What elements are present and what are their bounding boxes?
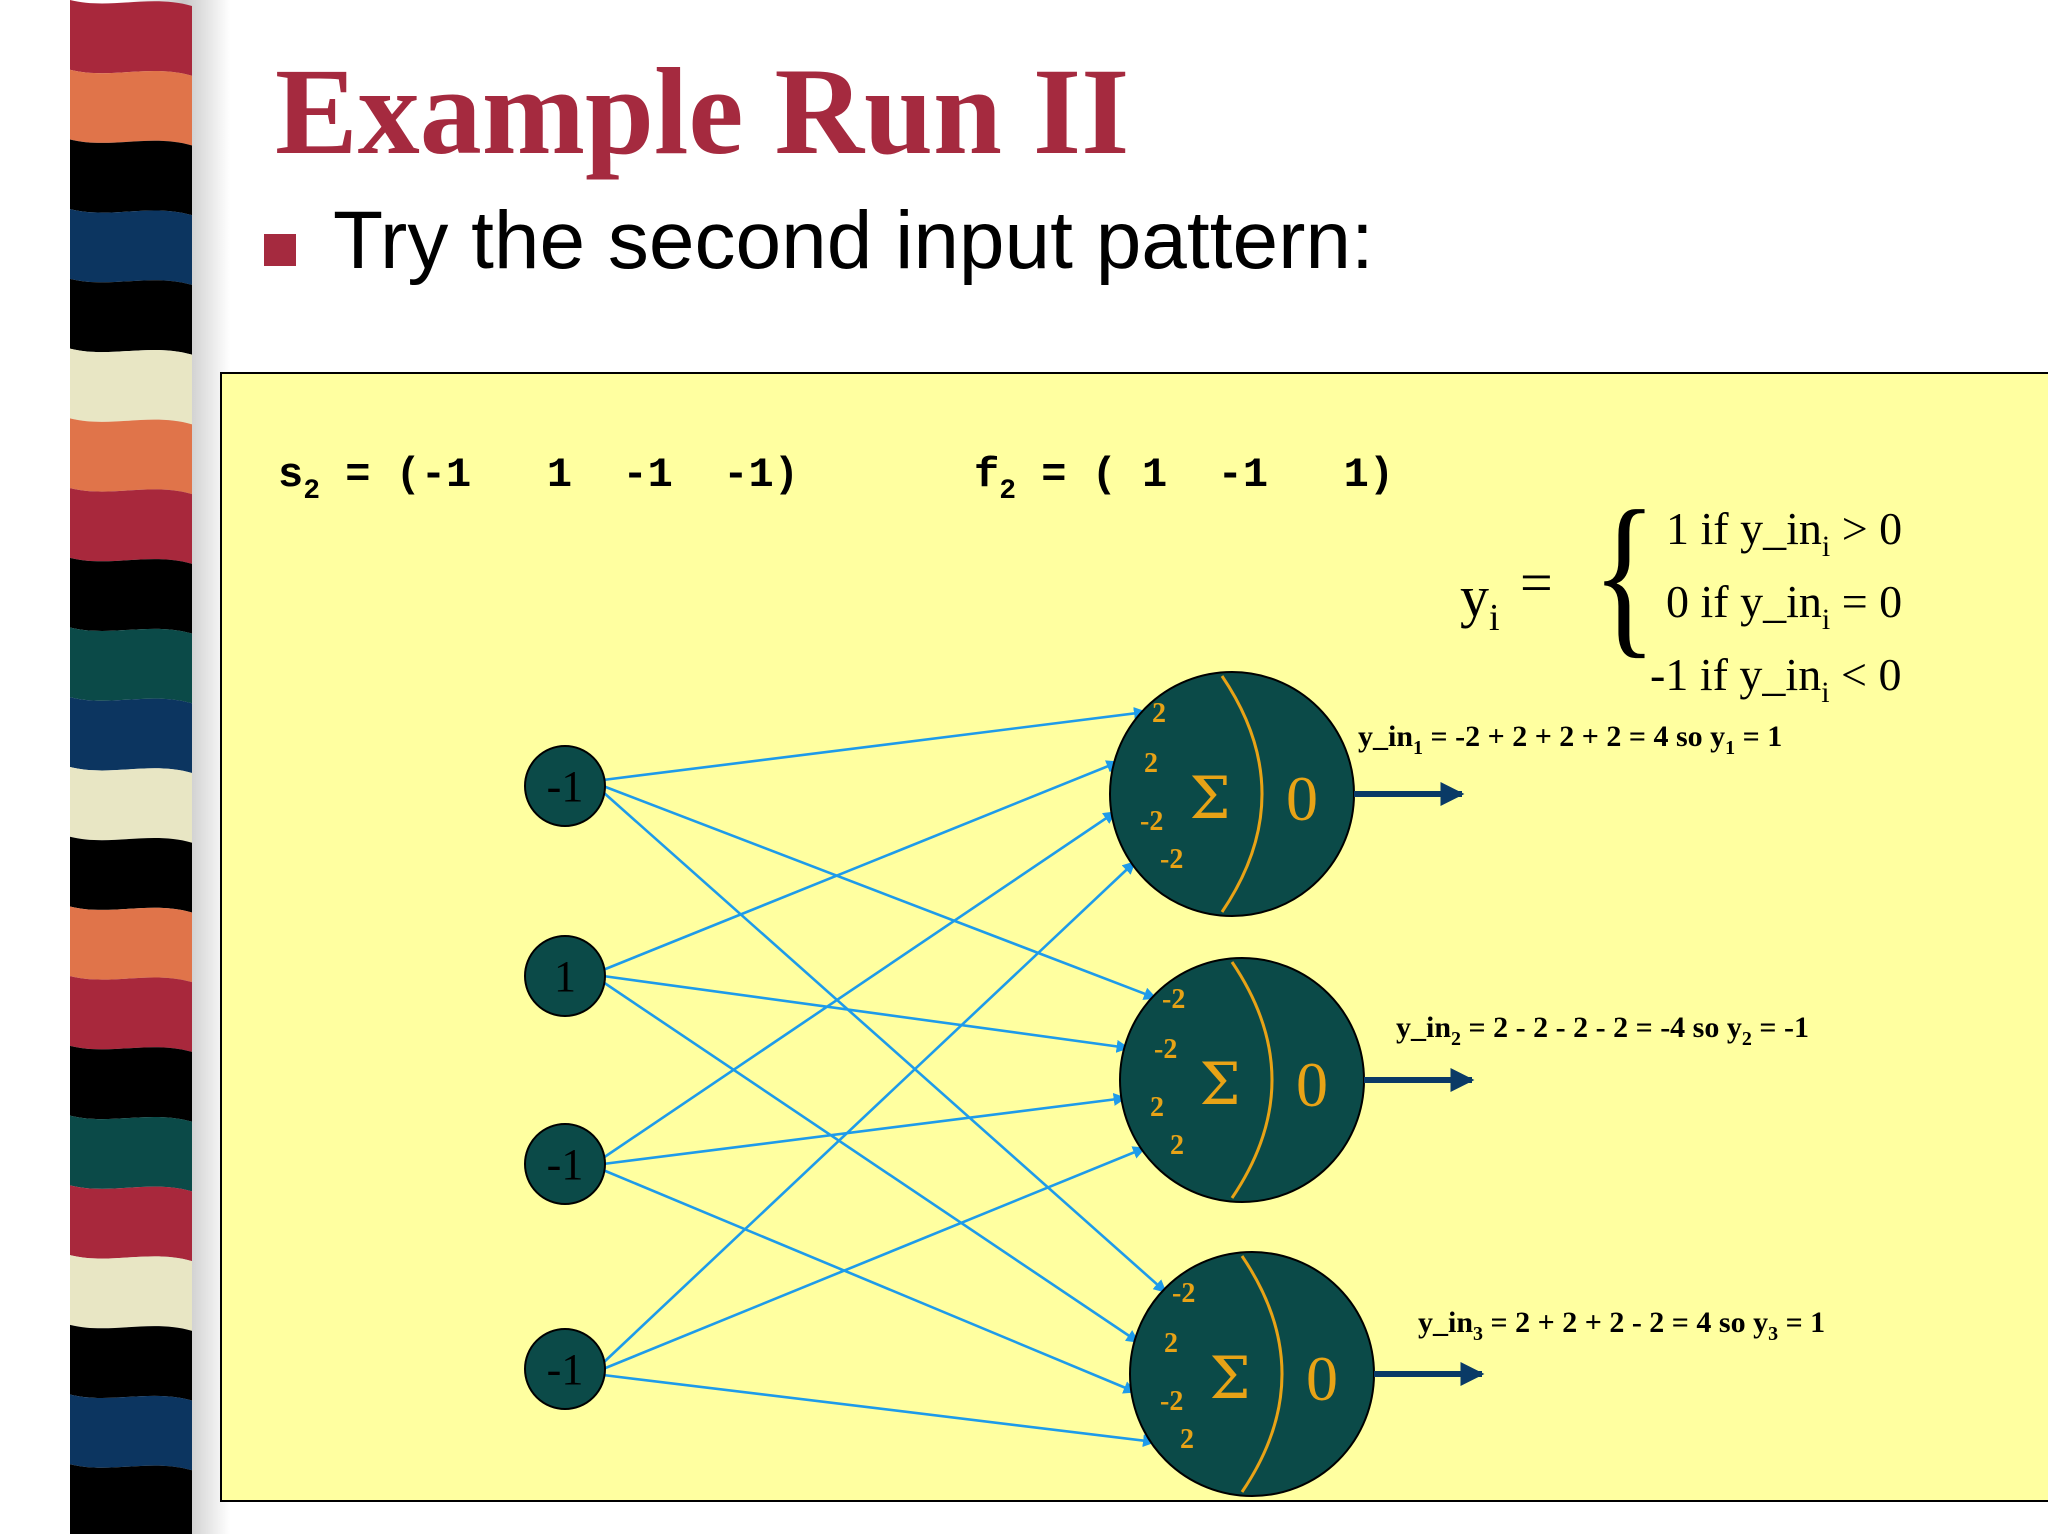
connection-edge bbox=[602, 810, 1117, 1160]
weight-label: -2 bbox=[1160, 844, 1183, 875]
rule-case: 0 if y_ini = 0 bbox=[1666, 576, 1902, 636]
bullet-square-icon bbox=[264, 234, 296, 266]
input-node bbox=[524, 745, 606, 827]
s-vector-text: s2 = (-1 1 -1 -1) bbox=[278, 451, 799, 507]
sigma-symbol: Σ bbox=[1189, 764, 1230, 832]
weight-label: -2 bbox=[1162, 984, 1185, 1015]
activation-rule: yi = { 1 if y_ini > 0 0 if y_ini = 0 -1 if… bbox=[1460, 474, 1902, 709]
input-node-value: 1 bbox=[554, 952, 576, 1001]
stripe-band bbox=[70, 209, 192, 285]
weight-label: -2 bbox=[1172, 1278, 1195, 1309]
stripe-band bbox=[70, 69, 192, 146]
sigma-symbol: Σ bbox=[1199, 1050, 1240, 1118]
weight-label: 2 bbox=[1180, 1424, 1194, 1455]
stripe-band bbox=[70, 278, 192, 355]
stripe-band bbox=[70, 1115, 192, 1192]
threshold-value: 0 bbox=[1306, 1343, 1338, 1414]
stripe-band bbox=[70, 1324, 192, 1401]
s-values: = (-1 1 -1 -1) bbox=[320, 451, 799, 499]
f-label: f bbox=[974, 451, 999, 499]
connection-edge bbox=[602, 974, 1130, 1053]
threshold-value: 0 bbox=[1296, 1049, 1328, 1120]
connection-edge bbox=[602, 1373, 1156, 1448]
stripe-band bbox=[70, 557, 192, 634]
rule-brace: { bbox=[1592, 474, 1657, 673]
hetero-associative-net-diagram: s2 = (-1 1 -1 -1) f2 = ( 1 -1 1) yi = { … bbox=[278, 451, 1902, 1497]
f-subscript: 2 bbox=[999, 476, 1016, 507]
rule-case: 1 if y_ini > 0 bbox=[1666, 503, 1902, 563]
threshold-value: 0 bbox=[1286, 763, 1318, 834]
weight-label: 2 bbox=[1144, 748, 1158, 779]
weight-label: -2 bbox=[1140, 806, 1163, 837]
node-divider-arc bbox=[1240, 1255, 1284, 1493]
s-subscript: 2 bbox=[303, 476, 320, 507]
stripe-band bbox=[70, 418, 192, 495]
slide-title: Example Run II bbox=[275, 43, 1130, 180]
f-values: = ( 1 -1 1) bbox=[1016, 451, 1394, 499]
output-equation: y_in3 = 2 + 2 + 2 - 2 = 4 so y3 = 1 bbox=[1418, 1306, 1825, 1345]
connection-edge bbox=[602, 980, 1140, 1344]
stripe-band bbox=[70, 627, 192, 704]
s-label: s bbox=[278, 451, 303, 499]
stripe-band bbox=[70, 1394, 192, 1471]
connection-edge bbox=[602, 707, 1147, 782]
stripe-band bbox=[70, 0, 192, 76]
connection-edge bbox=[602, 791, 1167, 1293]
connection-edge bbox=[602, 1093, 1127, 1166]
stripe-band bbox=[70, 976, 192, 1052]
connection-edge bbox=[602, 760, 1120, 972]
input-node-value: -1 bbox=[547, 1345, 584, 1394]
connection-edge bbox=[602, 1146, 1146, 1371]
node-divider-arc bbox=[1230, 961, 1274, 1199]
stripe-band bbox=[70, 139, 192, 216]
sigma-symbol: Σ bbox=[1209, 1344, 1250, 1412]
input-node bbox=[524, 1328, 606, 1410]
weight-label: 2 bbox=[1170, 1130, 1184, 1161]
weight-label: 2 bbox=[1152, 698, 1166, 729]
stripe-band bbox=[70, 697, 192, 773]
decorative-stripe-bar bbox=[0, 0, 230, 1534]
f-vector-text: f2 = ( 1 -1 1) bbox=[974, 451, 1394, 507]
connection-edge bbox=[602, 1168, 1137, 1394]
stripe-band bbox=[70, 348, 192, 425]
weight-label: 2 bbox=[1150, 1092, 1164, 1123]
rule-lhs: yi bbox=[1460, 564, 1500, 639]
output-equation: y_in1 = -2 + 2 + 2 + 2 = 4 so y1 = 1 bbox=[1358, 720, 1782, 759]
bullet-text: Try the second input pattern: bbox=[333, 195, 1374, 286]
weight-label: -2 bbox=[1160, 1386, 1183, 1417]
stripe-band bbox=[70, 488, 192, 564]
output-equation: y_in2 = 2 - 2 - 2 - 2 = -4 so y2 = -1 bbox=[1396, 1011, 1809, 1050]
input-node-value: -1 bbox=[547, 1140, 584, 1189]
stripe-band bbox=[70, 1464, 192, 1534]
rule-equals: = bbox=[1520, 550, 1553, 615]
input-node bbox=[524, 1123, 606, 1205]
stripe-band bbox=[70, 906, 192, 983]
connection-edge bbox=[602, 861, 1136, 1364]
stripe-band bbox=[70, 1045, 192, 1122]
rule-case: -1 if y_ini < 0 bbox=[1650, 649, 1902, 709]
weight-label: 2 bbox=[1164, 1328, 1178, 1359]
input-node-value: -1 bbox=[547, 762, 584, 811]
stripe-band bbox=[70, 1185, 192, 1262]
input-node bbox=[524, 935, 606, 1017]
diagram-panel: s2 = (-1 1 -1 -1) f2 = ( 1 -1 1) yi = { … bbox=[220, 372, 2048, 1502]
weight-label: -2 bbox=[1154, 1034, 1177, 1065]
connection-edge bbox=[602, 784, 1157, 1000]
stripe-band bbox=[70, 836, 192, 913]
node-divider-arc bbox=[1220, 675, 1264, 913]
stripe-band bbox=[70, 1255, 192, 1331]
stripe-band bbox=[70, 767, 192, 843]
